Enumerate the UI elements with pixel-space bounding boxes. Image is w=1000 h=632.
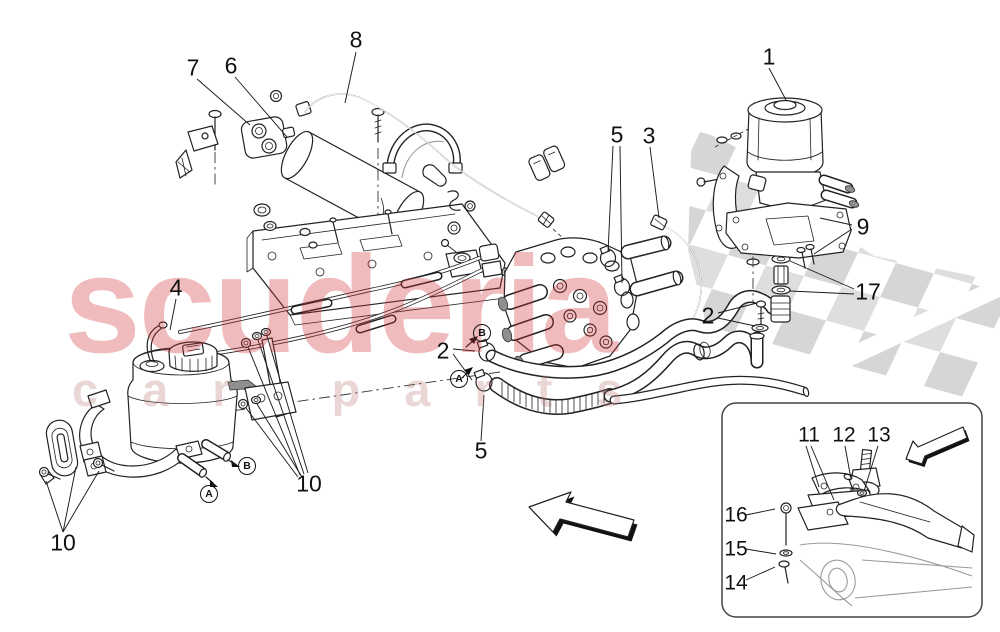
suspension-arm <box>799 542 973 607</box>
gear-cables <box>169 243 511 421</box>
power-unit-assembly <box>696 97 860 269</box>
main-direction-arrow <box>528 491 638 542</box>
oil-reservoir-assembly <box>38 321 297 487</box>
gearbox-valve-body <box>497 237 640 371</box>
leader-lines <box>45 51 855 533</box>
hydraulic-hoses <box>473 235 810 415</box>
inset-direction-arrow <box>905 426 970 467</box>
inset-detail-box <box>721 402 983 618</box>
